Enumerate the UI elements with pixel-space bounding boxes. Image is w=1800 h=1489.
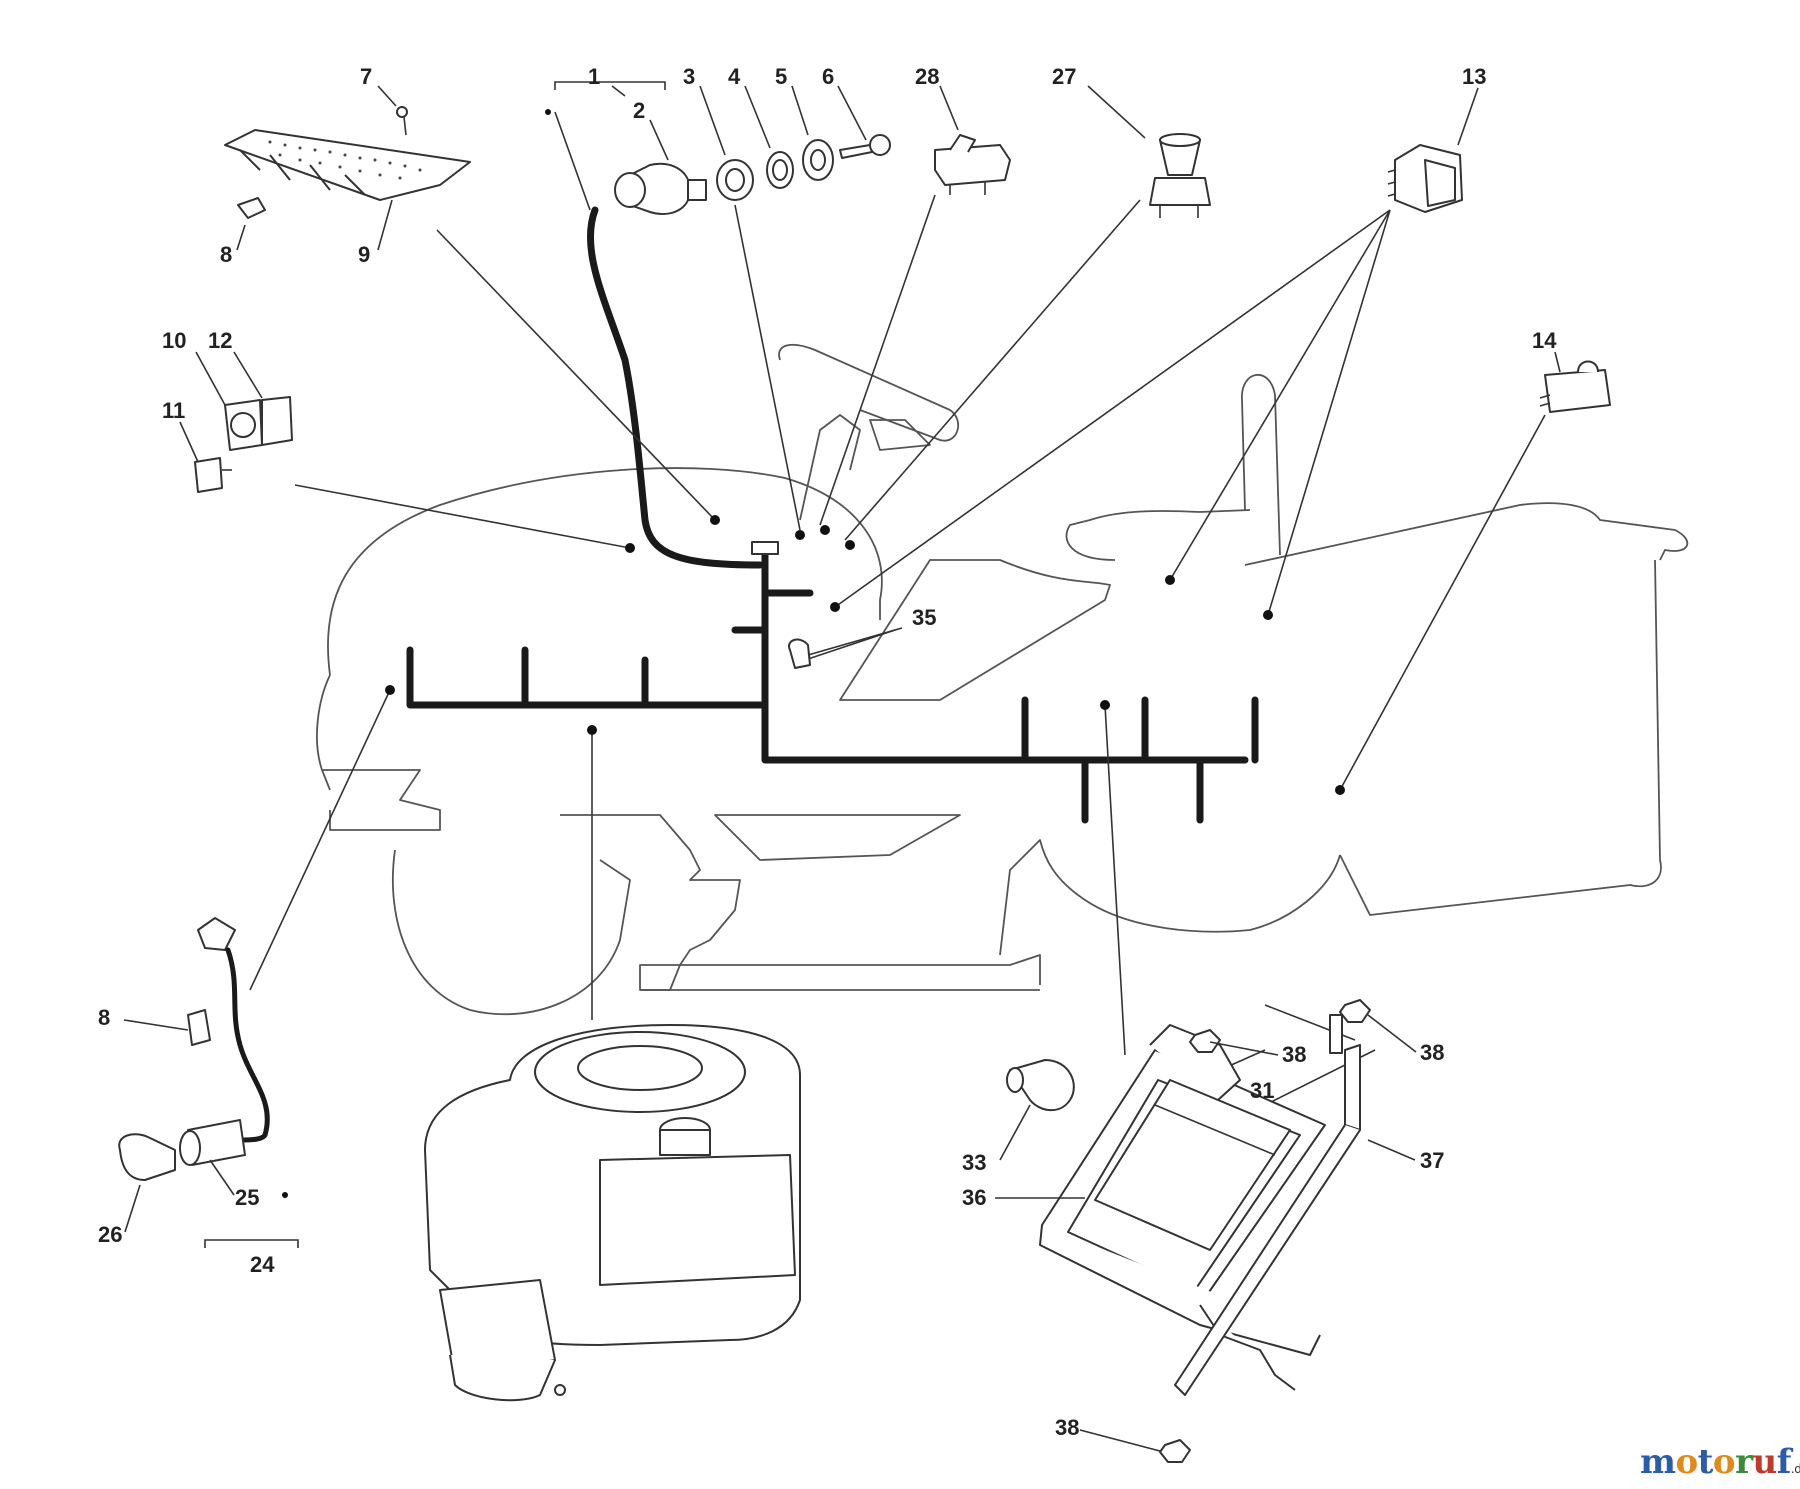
engine — [424, 1024, 801, 1402]
key-6 — [839, 134, 891, 159]
label-12: 12 — [208, 328, 232, 353]
bezel-ring-3 — [716, 159, 754, 201]
label-24: 24 — [250, 1252, 275, 1277]
label-25: 25 — [235, 1185, 259, 1210]
push-button-27 — [1149, 133, 1211, 218]
micro-switch-14 — [1539, 360, 1611, 413]
ignition-switch — [614, 162, 707, 215]
label-37: 37 — [1420, 1148, 1444, 1173]
terminal-cover-33 — [1006, 1059, 1075, 1112]
circuit-board — [224, 129, 471, 201]
harness-connector — [751, 541, 779, 555]
label-14: 14 — [1532, 328, 1557, 353]
nut-38-top — [1189, 1029, 1221, 1053]
brand-logo: motoruf.de — [1640, 1442, 1800, 1482]
screw-7 — [396, 106, 408, 136]
label-13: 13 — [1462, 64, 1486, 89]
attachment-dots — [282, 109, 1345, 1198]
label-26: 26 — [98, 1222, 122, 1247]
bracket-37 — [1174, 1014, 1361, 1396]
relay-12 — [261, 396, 293, 446]
nut-38-bottom — [1159, 1439, 1191, 1463]
label-36: 36 — [962, 1185, 986, 1210]
label-4: 4 — [728, 64, 741, 89]
label-8-top: 8 — [220, 242, 232, 267]
leader-lines — [204, 81, 1546, 1456]
label-33: 33 — [962, 1150, 986, 1175]
label-11: 11 — [162, 398, 185, 423]
bulb-socket-25 — [179, 1119, 246, 1166]
label-5: 5 — [775, 64, 787, 89]
wiring-harness — [406, 206, 1259, 824]
label-35: 35 — [912, 605, 936, 630]
label-9: 9 — [358, 242, 370, 267]
label-8-bottom: 8 — [98, 1005, 110, 1030]
label-31: 31 — [1250, 1078, 1274, 1103]
headlight-harness — [197, 917, 270, 1143]
tractor-outline — [316, 343, 1689, 1016]
washer-4 — [766, 151, 794, 189]
label-2: 2 — [633, 98, 645, 123]
battery-31 — [1094, 1079, 1291, 1251]
label-28: 28 — [915, 64, 939, 89]
toggle-switch-28 — [934, 134, 1011, 195]
label-10: 10 — [162, 328, 186, 353]
label-27: 27 — [1052, 64, 1076, 89]
label-leaders — [123, 85, 1561, 1233]
label-1: 1 — [588, 64, 600, 89]
label-3: 3 — [683, 64, 695, 89]
relay-10 — [224, 399, 263, 451]
nut-38-right — [1339, 999, 1371, 1023]
part-labels: 1 2 3 4 5 6 7 8 9 10 12 11 28 27 13 14 3… — [98, 64, 1557, 1440]
fuse-holder-11 — [194, 457, 232, 493]
rocker-switch-13 — [1387, 144, 1463, 213]
label-7: 7 — [360, 64, 372, 89]
clip-8 — [187, 1009, 211, 1046]
label-38-c: 38 — [1055, 1415, 1079, 1440]
bulb-26 — [118, 1133, 176, 1181]
cable-clip-35 — [788, 638, 811, 669]
label-38-a: 38 — [1282, 1042, 1306, 1067]
label-6: 6 — [822, 64, 834, 89]
fuse-clip-top — [237, 197, 266, 219]
label-38-b: 38 — [1420, 1040, 1444, 1065]
nut-5 — [802, 139, 834, 181]
